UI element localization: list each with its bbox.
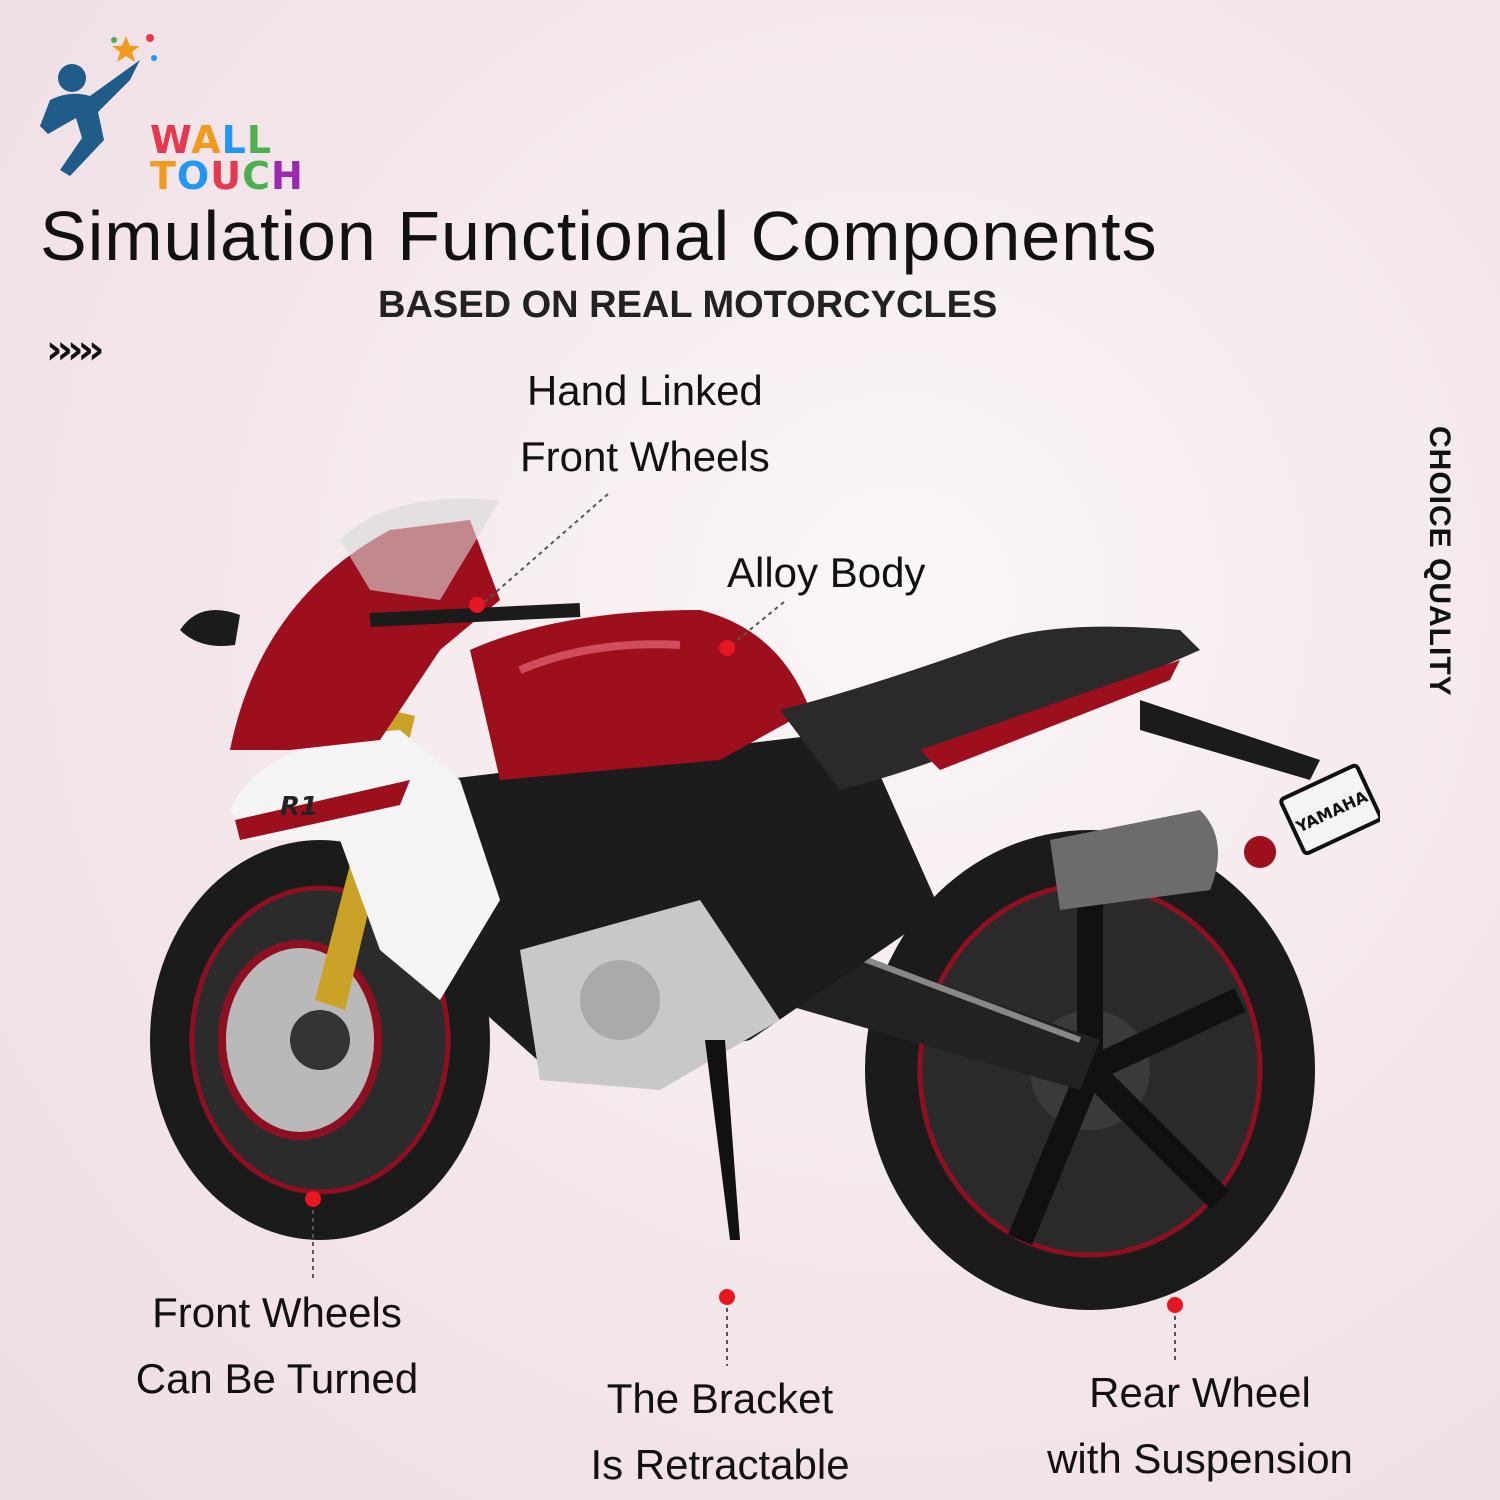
runner-figure-icon	[40, 34, 157, 176]
side-text: CHOICE QUALITY	[1408, 426, 1468, 697]
callout-bracket: The Bracket Is Retractable	[560, 1366, 880, 1498]
page-subtitle: BASED ON REAL MOTORCYCLES	[378, 284, 998, 326]
page-title: Simulation Functional Components	[40, 197, 1158, 275]
callout-hand-linked-leader	[479, 493, 609, 607]
callout-alloy-body-line1: Alloy Body	[727, 549, 926, 596]
callout-bracket-line1: The Bracket	[606, 1375, 834, 1422]
callout-rear-wheel-leader	[1174, 1316, 1176, 1360]
callout-bracket-leader	[726, 1308, 728, 1366]
side-text-label: CHOICE QUALITY	[1423, 426, 1456, 697]
logo-word-wall: WALL	[150, 118, 273, 162]
logo-word-touch: TOUCH	[150, 154, 304, 198]
callout-rear-wheel-line1: Rear Wheel	[1089, 1369, 1311, 1416]
chevrons-icon: ›››››	[46, 327, 104, 373]
callout-front-wheels-line1: Front Wheels	[152, 1289, 402, 1336]
callout-front-wheels-leader	[312, 1210, 314, 1278]
callout-front-wheels-dot	[305, 1191, 321, 1207]
callout-bracket-line2: Is Retractable	[590, 1441, 850, 1488]
callout-hand-linked: Hand Linked Front Wheels	[520, 358, 770, 490]
callout-hand-linked-line2: Front Wheels	[520, 433, 770, 480]
callout-alloy-body-dot	[719, 640, 735, 656]
brand-logo: WALL TOUCH	[30, 30, 303, 195]
callout-bracket-dot	[719, 1289, 735, 1305]
model-badge: R1	[280, 792, 318, 822]
motorcycle-image: R1 YAMAHA	[150, 498, 1380, 1310]
callout-front-wheels: Front Wheels Can Be Turned	[112, 1280, 442, 1412]
callout-rear-wheel-dot	[1167, 1297, 1183, 1313]
callout-front-wheels-line2: Can Be Turned	[135, 1355, 419, 1402]
callout-rear-wheel: Rear Wheel with Suspension	[1020, 1360, 1380, 1492]
callout-hand-linked-line1: Hand Linked	[526, 367, 763, 414]
callout-alloy-body: Alloy Body	[727, 540, 925, 606]
callout-alloy-body-leader	[729, 601, 785, 647]
callout-hand-linked-dot	[469, 597, 485, 613]
callout-rear-wheel-line2: with Suspension	[1047, 1435, 1353, 1482]
